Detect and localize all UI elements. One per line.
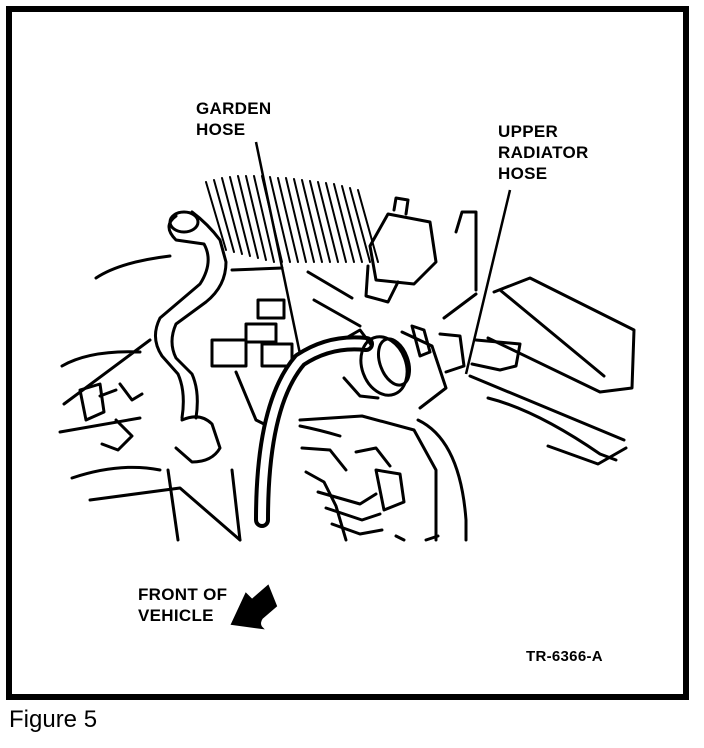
front-of-vehicle-arrow-icon	[230, 584, 278, 630]
upper-radiator-hose-label: UPPER RADIATOR HOSE	[498, 122, 589, 183]
hose-clamp	[359, 335, 409, 397]
front-of-vehicle-label: FRONT OF VEHICLE	[138, 585, 228, 625]
radiator-inlet	[470, 338, 522, 372]
ribbed-intake-hose	[205, 175, 379, 263]
fitting-block	[210, 338, 248, 368]
garden-hose-leader	[254, 141, 302, 355]
sensor-housing	[368, 212, 438, 286]
upper-radiator-hose-leader	[464, 189, 512, 375]
figure-code: TR-6366-A	[526, 648, 603, 665]
heater-hose-left	[154, 214, 210, 420]
figure-caption: Figure 5	[9, 706, 98, 733]
fan-shroud	[298, 414, 468, 542]
garden-hose-label: GARDEN HOSE	[196, 99, 272, 139]
upper-radiator-hose-pipe	[254, 335, 374, 528]
